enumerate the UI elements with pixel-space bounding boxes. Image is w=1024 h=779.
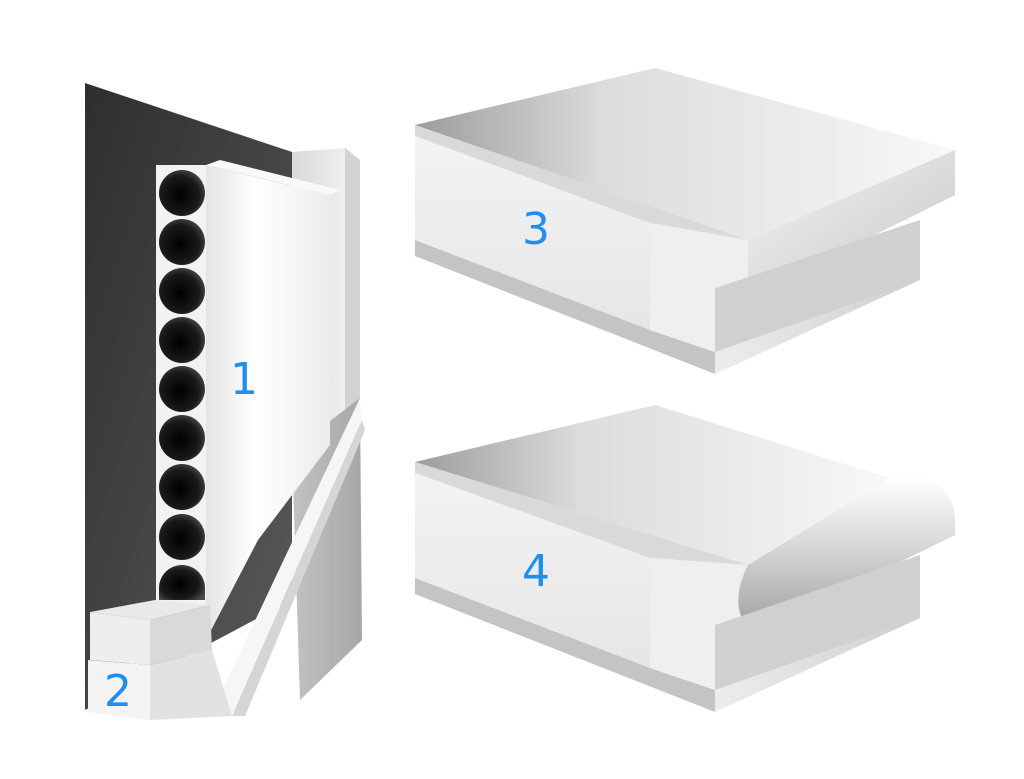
door-section (85, 83, 365, 720)
core-hole (159, 464, 205, 510)
square-bottom-strip (415, 240, 715, 374)
rounded-front-panel (415, 473, 650, 668)
core-hole (159, 514, 205, 560)
callout-3: 3 (522, 204, 550, 255)
square-notch-inner (715, 220, 920, 352)
bottom-rail-side (150, 605, 212, 665)
honeycomb-holes (159, 170, 205, 600)
bottom-rail-lower-side (150, 650, 232, 720)
square-front-face (415, 125, 748, 240)
rounded-nose (738, 476, 955, 633)
frame-strip-edge (345, 148, 360, 425)
rounded-notch-back (650, 558, 748, 690)
rounded-edge-profile (415, 405, 955, 712)
square-edge-profile (415, 68, 955, 374)
bottom-rail-lower (88, 660, 150, 720)
core-hole (159, 366, 205, 412)
core-hole (159, 317, 205, 363)
door-face-panel (206, 165, 330, 640)
bottom-rail-top (90, 600, 210, 620)
core-hole (159, 170, 205, 216)
core-hole (159, 219, 205, 265)
rounded-top-face (415, 405, 890, 565)
callout-1: 1 (230, 354, 258, 405)
square-notch-back (650, 223, 748, 352)
rounded-bottom-strip (415, 578, 715, 712)
rounded-front-edge (415, 462, 748, 565)
door-face-top-edge (206, 160, 340, 195)
square-top-face (415, 68, 955, 240)
core-hole (159, 268, 205, 314)
bevel-strip-shadow (232, 420, 365, 716)
bevel-strip (212, 398, 362, 716)
core-hole (159, 415, 205, 461)
rounded-notch-inner (715, 555, 920, 690)
bottom-rail-front (90, 612, 150, 665)
square-front-panel (415, 136, 650, 330)
callout-4: 4 (522, 546, 550, 597)
core-hole-partial (159, 565, 205, 600)
callout-2: 2 (104, 666, 132, 717)
